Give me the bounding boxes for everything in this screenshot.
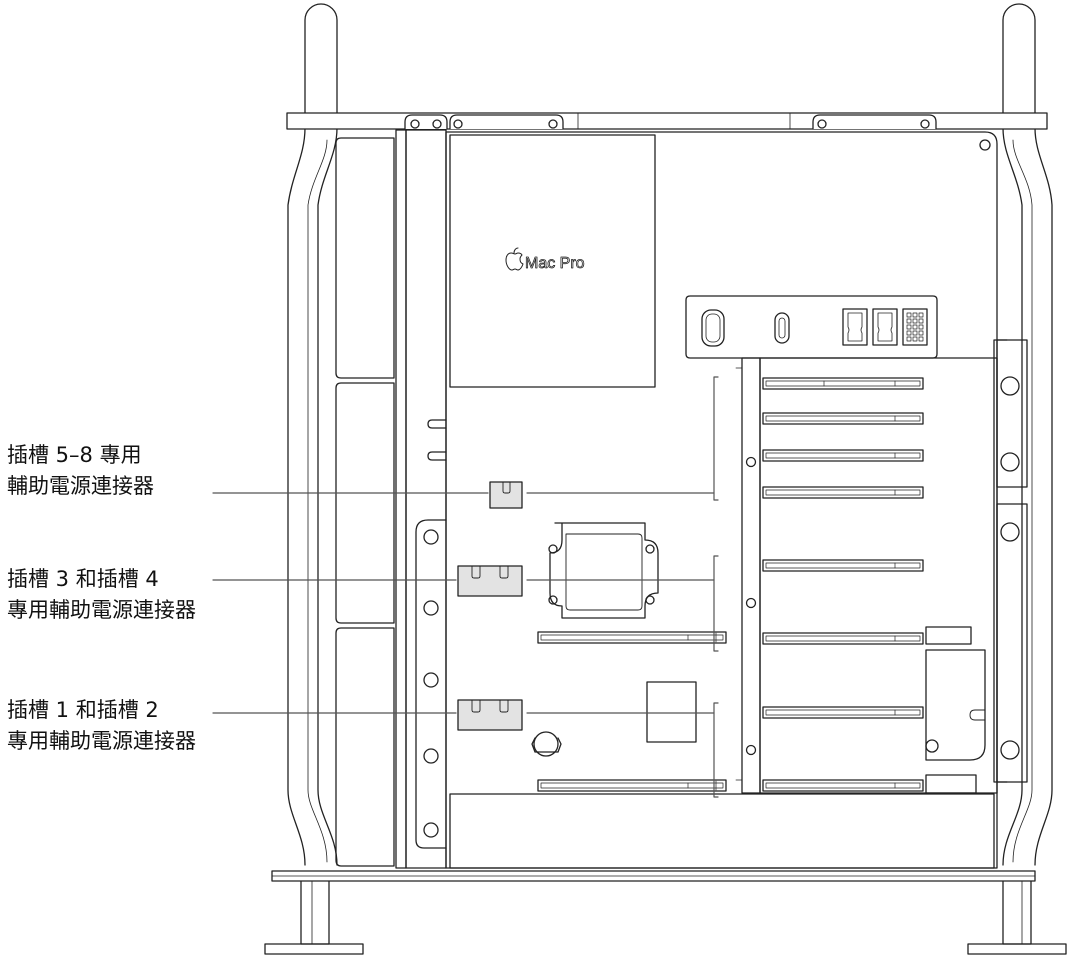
board-slot bbox=[537, 631, 727, 644]
pcie-slot bbox=[762, 412, 924, 425]
connector-pin bbox=[906, 330, 912, 336]
cpu-socket-bracket bbox=[548, 522, 659, 619]
callout-line: 插槽 5–8 專用 bbox=[7, 443, 142, 467]
connector-pin bbox=[906, 324, 912, 330]
callout-line: 輔助電源連接器 bbox=[7, 474, 154, 498]
logo-plate bbox=[449, 134, 656, 388]
callout-aux-power-slots-3-4: 插槽 3 和插槽 4 專用輔助電源連接器 bbox=[7, 564, 196, 626]
pcie-slot bbox=[762, 486, 924, 499]
aux-power-connector-slots-3-4 bbox=[457, 565, 523, 597]
power-button-icon bbox=[701, 309, 725, 347]
usb-a-port-icon bbox=[842, 308, 868, 346]
bottom-rail bbox=[271, 870, 1036, 882]
header-connector-icon bbox=[902, 308, 928, 346]
callout-line: 專用輔助電源連接器 bbox=[7, 598, 196, 622]
pcie-slot-frame bbox=[735, 357, 998, 794]
right-foot bbox=[967, 879, 1067, 955]
io-card bbox=[685, 295, 938, 359]
right-handle bbox=[1002, 3, 1053, 866]
top-rail bbox=[286, 112, 1048, 130]
callout-line: 插槽 1 和插槽 2 bbox=[7, 698, 159, 722]
callout-leader-lines bbox=[212, 376, 719, 798]
connector-pin bbox=[912, 318, 918, 324]
callout-line: 專用輔助電源連接器 bbox=[7, 729, 196, 753]
pcie-slot bbox=[762, 377, 924, 390]
pcie-slot bbox=[762, 449, 924, 462]
cable-connector bbox=[925, 626, 972, 645]
pcie-slot bbox=[762, 632, 924, 645]
connector-pin bbox=[906, 336, 912, 342]
callout-aux-power-slots-5-8: 插槽 5–8 專用 輔助電源連接器 bbox=[7, 440, 154, 502]
right-bracket bbox=[993, 339, 1028, 783]
pcie-slot bbox=[762, 706, 924, 719]
connector-pin bbox=[912, 324, 918, 330]
board-slot bbox=[537, 779, 727, 792]
left-handle bbox=[287, 3, 338, 866]
connector-pin bbox=[906, 312, 912, 318]
logic-board bbox=[445, 131, 998, 869]
bottom-plate bbox=[447, 793, 995, 869]
left-foot bbox=[264, 879, 364, 955]
aux-power-connector-slots-1-2 bbox=[457, 699, 523, 731]
connector-pin bbox=[918, 318, 924, 324]
callout-aux-power-slots-1-2: 插槽 1 和插槽 2 專用輔助電源連接器 bbox=[7, 695, 196, 757]
connector-pin bbox=[912, 336, 918, 342]
connector-pin bbox=[918, 312, 924, 318]
connector-pin bbox=[912, 312, 918, 318]
usb-c-port-icon bbox=[774, 312, 790, 344]
board-cutout bbox=[925, 649, 986, 761]
connector-pin bbox=[918, 336, 924, 342]
aux-power-connector-slots-5-8 bbox=[489, 481, 523, 509]
apple-logo-icon bbox=[505, 252, 524, 271]
usb-a-port-icon bbox=[872, 308, 898, 346]
chip bbox=[646, 681, 697, 743]
pcie-slot bbox=[762, 779, 924, 792]
connector-pin bbox=[918, 324, 924, 330]
cable-connector bbox=[925, 774, 977, 794]
mac-pro-logo-text: Mac Pro bbox=[525, 255, 585, 272]
connector-pin bbox=[918, 330, 924, 336]
coin-cell-battery bbox=[531, 731, 562, 757]
callout-line: 插槽 3 和插槽 4 bbox=[7, 567, 159, 591]
connector-pin bbox=[912, 330, 918, 336]
pcie-slot bbox=[762, 559, 924, 572]
left-bracket bbox=[395, 129, 447, 869]
connector-pin bbox=[906, 318, 912, 324]
fan-bays bbox=[335, 137, 395, 867]
